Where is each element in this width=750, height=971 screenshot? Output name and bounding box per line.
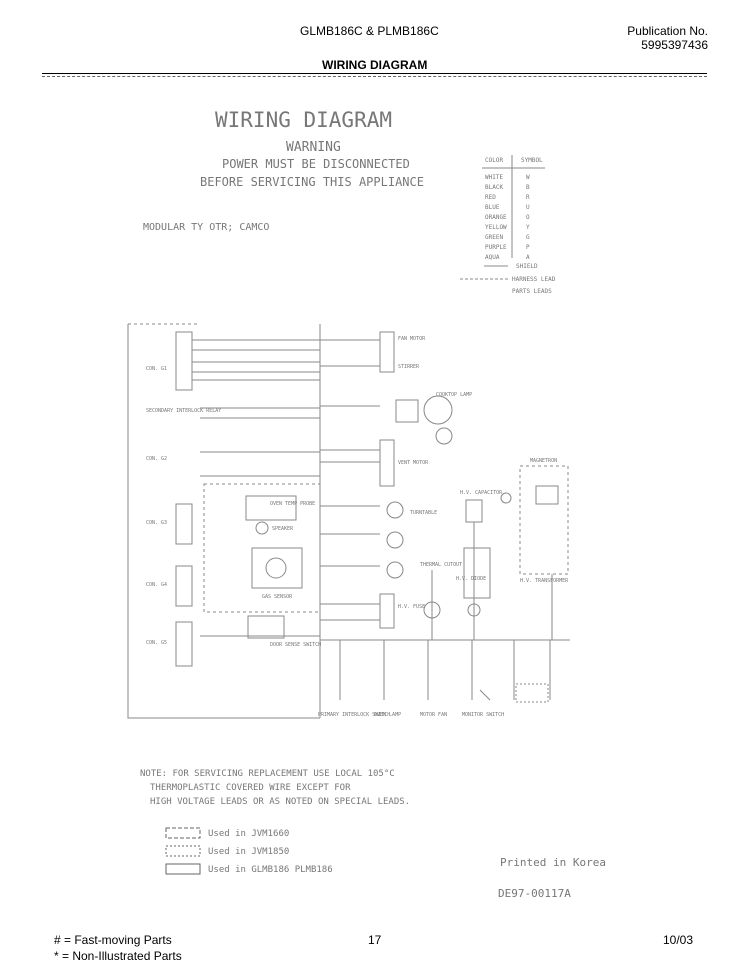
color-symbol: R — [526, 194, 530, 201]
cont-g2-label: CON. G2 — [146, 456, 167, 462]
lead-legend-lines — [460, 265, 510, 280]
cont-g3-label: CON. G3 — [146, 520, 167, 526]
color-name: GREEN — [485, 234, 503, 241]
publication-date: 10/03 — [663, 933, 694, 947]
diagram-title: WIRING DIAGRAM — [215, 108, 392, 132]
color-symbol: G — [526, 234, 530, 241]
cont-g4-label: CON. G4 — [146, 582, 167, 588]
header-rule-dashed — [42, 76, 707, 77]
thermal-label: THERMAL CUTOUT — [420, 562, 462, 568]
color-name: AQUA — [485, 254, 500, 261]
magnetron-label: MAGNETRON — [530, 458, 557, 464]
color-name: YELLOW — [485, 224, 507, 231]
color-name: PURPLE — [485, 244, 507, 251]
color-table — [482, 155, 545, 258]
color-name: ORANGE — [485, 214, 507, 221]
color-symbol: Y — [526, 224, 530, 231]
color-symbol: P — [526, 244, 530, 251]
hv-fuse-label: H.V. FUSE — [398, 604, 425, 610]
gas-sensor-label: GAS SENSOR — [262, 594, 293, 600]
color-symbol: U — [526, 204, 530, 211]
diagram-warning: WARNING — [286, 140, 341, 155]
color-name: BLUE — [485, 204, 500, 211]
note-line-3: HIGH VOLTAGE LEADS OR AS NOTED ON SPECIA… — [150, 797, 410, 807]
legend-swatches — [165, 827, 201, 875]
part-code: DE97-00117A — [498, 887, 571, 900]
diagram-warning-line2: BEFORE SERVICING THIS APPLIANCE — [200, 175, 424, 189]
diagram-warning-line1: POWER MUST BE DISCONNECTED — [222, 157, 410, 171]
secondary-interlock-label: SECONDARY INTERLOCK RELAY — [146, 408, 221, 414]
color-table-header-color: COLOR — [485, 157, 503, 164]
harness-note: HARNESS LEAD — [512, 276, 556, 283]
motor-fan-label: MOTOR FAN — [420, 712, 447, 718]
temp-probe-label: OVEN TEMP PROBE — [270, 501, 315, 507]
model-number: GLMB186C & PLMB186C — [300, 24, 439, 38]
color-name: WHITE — [485, 174, 503, 181]
legend-item-3: Used in GLMB186 PLMB186 — [208, 865, 333, 875]
fast-moving-legend: # = Fast-moving Parts — [54, 933, 172, 947]
color-name: BLACK — [485, 184, 503, 191]
cooktop-label: COOKTOP LAMP — [436, 392, 472, 398]
monitor-switch-label: MONITOR SWITCH — [462, 712, 504, 718]
printed-in: Printed in Korea — [500, 856, 606, 869]
hv-capacitor-label: H.V. CAPACITOR — [460, 490, 503, 496]
note-line-1: NOTE: FOR SERVICING REPLACEMENT USE LOCA… — [140, 769, 395, 779]
turntable-label: TURNTABLE — [410, 510, 437, 516]
color-table-rows: WHITE W BLACK B RED R BLUE U ORANGE O YELLOW Y… — [485, 174, 530, 261]
color-symbol: W — [526, 174, 530, 181]
publication-number: 5995397436 — [641, 38, 708, 52]
header-rule — [42, 73, 707, 74]
cont-g5-label: CON. G5 — [146, 640, 167, 646]
speaker-label: SPEAKER — [272, 526, 294, 532]
color-symbol: O — [526, 214, 530, 221]
primary-interlock-label: PRIMARY INTERLOCK SWITCH — [318, 712, 390, 718]
legend-item-2: Used in JVM1850 — [208, 847, 289, 857]
fan-motor-label: FAN MOTOR — [398, 336, 426, 342]
non-illustrated-legend: * = Non-Illustrated Parts — [54, 949, 182, 963]
schematic-lines — [127, 323, 570, 719]
page-number: 17 — [368, 933, 382, 947]
legend-item-1: Used in JVM1660 — [208, 829, 289, 839]
hv-diode-label: H.V. DIODE — [456, 576, 486, 582]
publication-label: Publication No. — [627, 24, 708, 38]
color-name: RED — [485, 194, 496, 201]
color-symbol: B — [526, 184, 530, 191]
hv-transformer-label: H.V. TRANSFORMER — [520, 578, 569, 584]
door-sense-label: DOOR SENSE SWITCH — [270, 642, 321, 648]
color-table-header-symbol: SYMBOL — [521, 157, 543, 164]
parts-note: PARTS LEADS — [512, 288, 552, 295]
note-line-2: THERMOPLASTIC COVERED WIRE EXCEPT FOR — [150, 783, 351, 793]
shield-note: SHIELD — [516, 263, 538, 270]
stirrer-label: STIRRER — [398, 364, 420, 370]
color-symbol: A — [526, 254, 530, 261]
diagram-module: MODULAR TY OTR; CAMCO — [143, 222, 269, 233]
oven-lamp-label: OVEN LAMP — [374, 712, 401, 718]
publication-block: Publication No. 5995397436 — [627, 24, 708, 52]
section-title: WIRING DIAGRAM — [322, 58, 428, 72]
cont-g1-label: CON. G1 — [146, 366, 167, 372]
vent-motor-label: VENT MOTOR — [398, 460, 429, 466]
